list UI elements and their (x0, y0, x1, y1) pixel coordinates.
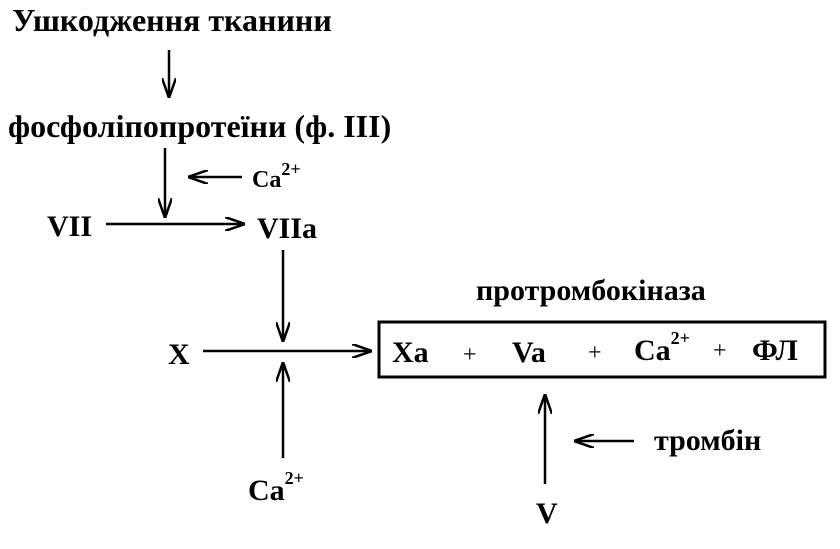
complex-ca: Ca2+ (634, 328, 690, 367)
prothrombokinase-complex-box (377, 320, 827, 379)
complex-plus-2: + (588, 340, 602, 366)
thrombin-label: тромбін (654, 424, 761, 457)
complex-plus-3: + (713, 338, 727, 364)
prothrombokinase-label: протромбокіназа (476, 274, 706, 307)
ca-small-label: Ca2+ (252, 159, 301, 193)
complex-fl: ФЛ (752, 334, 798, 367)
ca-bottom-label: Ca2+ (248, 468, 304, 507)
complex-xa: Xa (392, 336, 429, 369)
factor-v-label: V (536, 497, 558, 530)
complex-va: Va (512, 336, 546, 369)
title-tissue-damage: Ушкодження тканини (12, 2, 332, 38)
complex-plus-1: + (463, 342, 477, 368)
factor-x-label: X (168, 338, 190, 371)
factor-viia-label: VIIa (257, 212, 317, 245)
factor-vii-label: VII (47, 210, 92, 243)
phospholipoproteins-label: фосфоліпопротеїни (ф. III) (8, 108, 391, 144)
